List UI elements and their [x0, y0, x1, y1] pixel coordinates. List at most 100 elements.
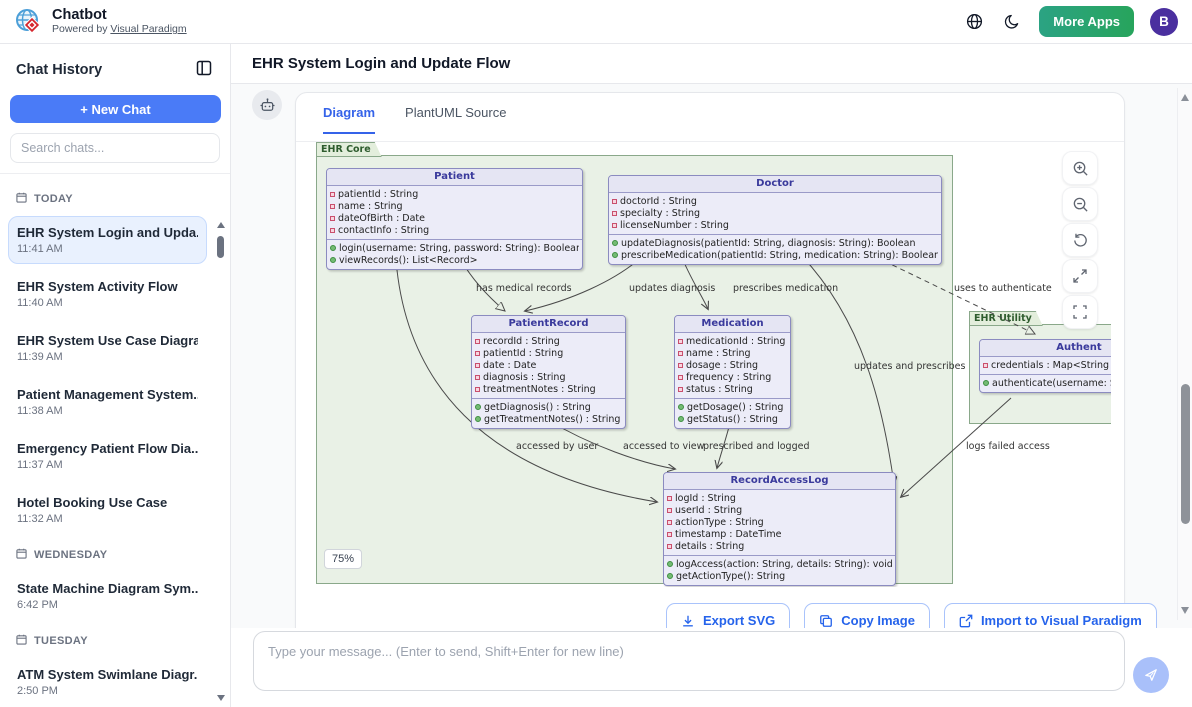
chat-item-time: 11:39 AM	[17, 351, 63, 363]
scrollbar-thumb[interactable]	[1181, 384, 1190, 524]
edge-label: uses to authenticate	[954, 283, 1052, 294]
page-scrollbar[interactable]	[1177, 88, 1192, 620]
chat-item-time: 11:41 AM	[17, 243, 63, 255]
class-patient-record: PatientRecord recordId : String patientI…	[471, 315, 626, 429]
external-link-icon	[959, 614, 973, 627]
private-attribute-icon	[330, 203, 335, 209]
class-method: prescribeMedication(patientId: String, m…	[621, 249, 938, 261]
class-attribute: name : String	[338, 200, 403, 212]
download-icon	[683, 615, 693, 626]
bot-avatar	[252, 90, 282, 120]
private-attribute-icon	[667, 507, 672, 513]
class-attribute: date : Date	[483, 359, 537, 371]
public-method-icon	[678, 416, 684, 422]
reset-view-icon[interactable]	[1062, 223, 1098, 257]
sidebar-scrollbar[interactable]	[216, 182, 226, 705]
edge-accessed-by-user	[395, 259, 657, 502]
page-title: EHR System Login and Update Flow	[252, 55, 511, 72]
section-label: TODAY	[34, 193, 73, 205]
powered-prefix: Powered by	[52, 23, 111, 35]
fullscreen-icon[interactable]	[1062, 295, 1098, 329]
scroll-up-arrow-icon[interactable]	[1181, 94, 1189, 101]
app-title: Chatbot	[52, 7, 107, 23]
more-apps-button[interactable]: More Apps	[1039, 6, 1134, 37]
edge-label: updates and prescribes	[854, 361, 965, 372]
edge-label: accessed by user	[516, 441, 598, 452]
edge-label: prescribes medication	[733, 283, 838, 294]
private-attribute-icon	[475, 338, 480, 344]
search-chats-input[interactable]	[10, 133, 220, 163]
edge-label: has medical records	[476, 283, 572, 294]
collapse-sidebar-icon[interactable]	[194, 58, 214, 81]
private-attribute-icon	[330, 215, 335, 221]
class-attribute: details : String	[675, 540, 745, 552]
private-attribute-icon	[475, 350, 480, 356]
copy-image-button[interactable]: Copy Image	[804, 603, 930, 638]
uml-diagram-viewport[interactable]: EHR Core EHR Utility	[311, 141, 1111, 587]
class-record-access-log: RecordAccessLog logId : String userId : …	[663, 472, 896, 586]
public-method-icon	[678, 404, 684, 410]
public-method-icon	[475, 416, 481, 422]
chat-history-title: Chat History	[16, 61, 103, 78]
edge-logs-failed-access	[901, 397, 1012, 497]
chat-item[interactable]: Patient Management System... 11:38 AM	[8, 378, 207, 426]
class-attribute: contactInfo : String	[338, 224, 430, 236]
class-attribute: diagnosis : String	[483, 371, 566, 383]
language-globe-icon[interactable]	[963, 11, 985, 33]
scrollbar-thumb[interactable]	[217, 236, 224, 258]
chat-item-selected[interactable]: EHR System Login and Upda... 11:41 AM	[8, 216, 207, 264]
class-attribute: credentials : Map<String	[991, 359, 1110, 371]
class-title: Doctor	[609, 176, 941, 193]
public-method-icon	[983, 380, 989, 386]
public-method-icon	[330, 245, 336, 251]
dark-mode-moon-icon[interactable]	[1001, 11, 1023, 33]
public-method-icon	[667, 573, 673, 579]
new-chat-button[interactable]: + New Chat	[10, 95, 221, 123]
class-attribute: frequency : String	[686, 371, 772, 383]
class-attribute: logId : String	[675, 492, 736, 504]
class-medication: Medication medicationId : String name : …	[674, 315, 791, 429]
scroll-down-arrow-icon[interactable]	[217, 695, 225, 701]
zoom-level-badge: 75%	[324, 549, 363, 569]
private-attribute-icon	[612, 222, 617, 228]
visual-paradigm-link[interactable]: Visual Paradigm	[110, 23, 187, 35]
class-doctor: Doctor doctorId : String specialty : Str…	[608, 175, 942, 265]
private-attribute-icon	[678, 338, 683, 344]
private-attribute-icon	[667, 519, 672, 525]
chat-item[interactable]: State Machine Diagram Sym... 6:42 PM	[8, 572, 207, 620]
section-header-today: TODAY	[16, 192, 215, 206]
page-title-bar: EHR System Login and Update Flow	[231, 44, 1192, 84]
header-actions: More Apps B	[963, 6, 1178, 37]
chat-item[interactable]: Emergency Patient Flow Dia... 11:37 AM	[8, 432, 207, 480]
chat-item[interactable]: Hotel Booking Use Case 11:32 AM	[8, 486, 207, 534]
edge-label: updates diagnosis	[629, 283, 715, 294]
zoom-out-icon[interactable]	[1062, 187, 1098, 221]
tabs: Diagram PlantUML Source	[323, 105, 1124, 135]
tab-plantuml-source[interactable]: PlantUML Source	[405, 105, 507, 120]
edge-label: prescribed and logged	[703, 441, 810, 452]
class-attribute: medicationId : String	[686, 335, 786, 347]
class-attribute: dateOfBirth : Date	[338, 212, 425, 224]
zoom-in-icon[interactable]	[1062, 151, 1098, 185]
tab-diagram[interactable]: Diagram	[323, 105, 376, 134]
section-label: TUESDAY	[34, 635, 88, 647]
message-input[interactable]	[253, 631, 1125, 691]
chat-item[interactable]: EHR System Use Case Diagram 11:39 AM	[8, 324, 207, 372]
scroll-up-arrow-icon[interactable]	[217, 222, 225, 228]
expand-icon[interactable]	[1062, 259, 1098, 293]
user-avatar[interactable]: B	[1150, 7, 1178, 36]
search-wrap	[0, 123, 230, 174]
class-attribute: doctorId : String	[620, 195, 697, 207]
chat-item[interactable]: ATM System Swimlane Diagr... 2:50 PM	[8, 658, 207, 706]
edge-uses-to-authenticate	[875, 256, 1035, 334]
send-button[interactable]	[1133, 657, 1169, 693]
chat-item-time: 6:42 PM	[17, 599, 58, 611]
diagram-card: Diagram PlantUML Source EHR Core EHR Uti…	[295, 92, 1157, 692]
chat-item[interactable]: EHR System Activity Flow 11:40 AM	[8, 270, 207, 318]
scroll-down-arrow-icon[interactable]	[1181, 607, 1189, 614]
chat-item-time: 11:38 AM	[17, 405, 63, 417]
app-header: Chatbot Powered by Visual Paradigm More …	[0, 0, 1192, 44]
diagram-zoom-controls	[1062, 151, 1098, 329]
main-area: EHR System Login and Update Flow Diagram…	[231, 44, 1192, 707]
